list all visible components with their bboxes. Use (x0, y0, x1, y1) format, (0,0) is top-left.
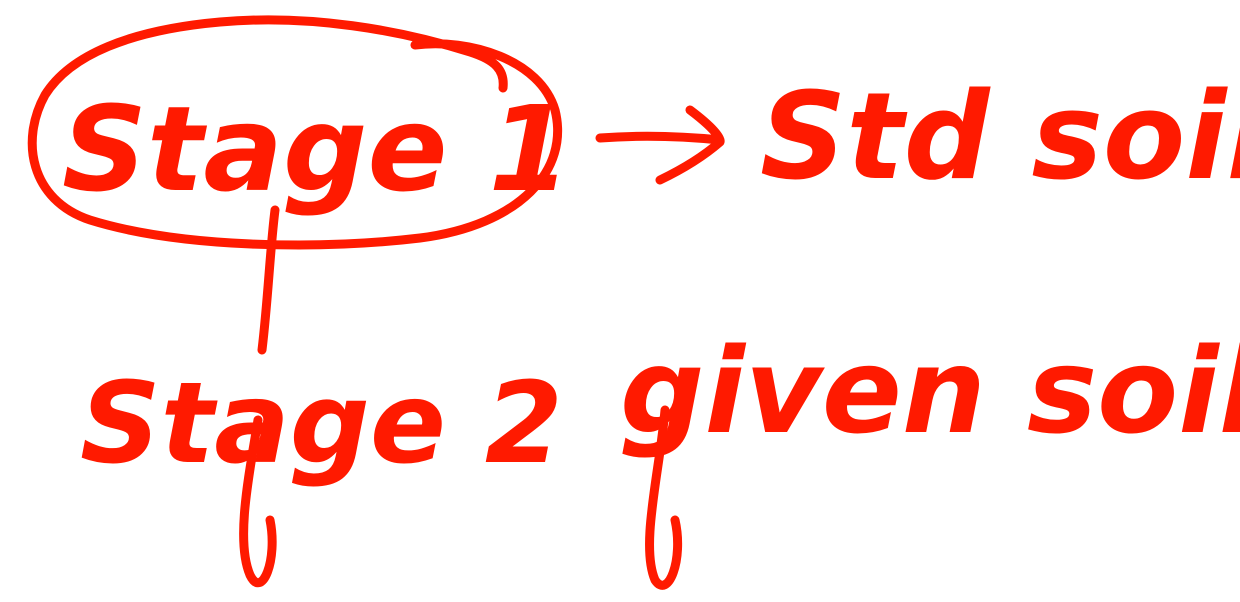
given-soil-label: given soil (620, 322, 1240, 460)
stage-2-label: Stage 2 (80, 359, 563, 489)
stage-1-label: Stage 1 (62, 80, 571, 218)
stage-2-descender (239, 415, 277, 588)
connector-line (257, 205, 280, 355)
highlight-ellipse (27, 15, 563, 250)
std-soil-label: Std soil (760, 68, 1240, 207)
given-descender (645, 405, 683, 590)
arrow-to-std-soil (595, 105, 725, 185)
